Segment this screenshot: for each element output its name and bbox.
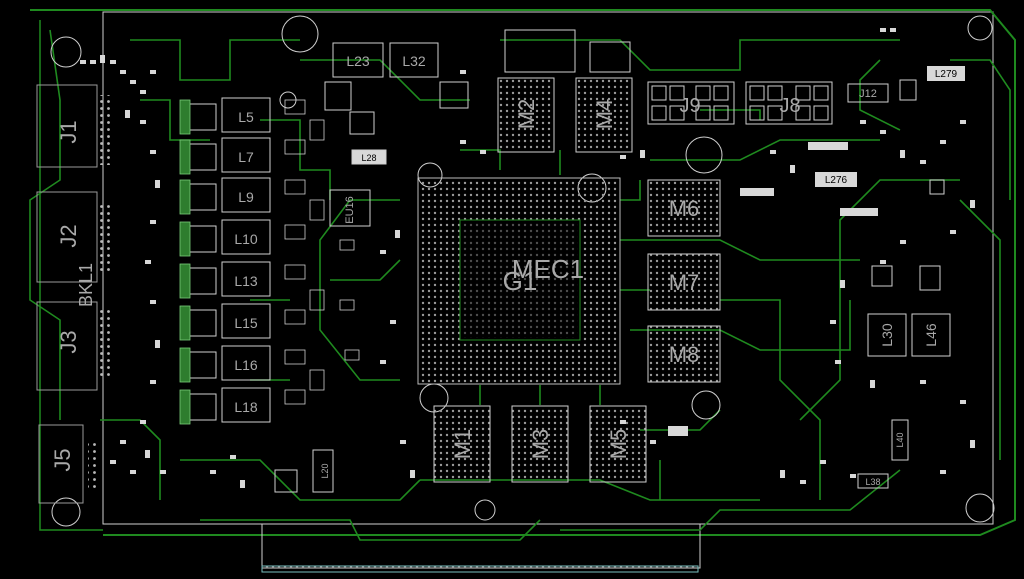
connector-j8: J8	[745, 81, 833, 125]
label-j3: J3	[56, 330, 81, 353]
inductor-l18: L18	[187, 387, 271, 423]
label-m4: M4	[592, 99, 617, 130]
memory-m5: M5	[589, 405, 647, 483]
label-box-l28: L28	[351, 149, 387, 165]
inductor-l40: L40	[891, 419, 909, 461]
connector-j2: J2	[36, 191, 110, 283]
label-g1: G1	[503, 266, 538, 296]
connector-j1: J1	[36, 84, 110, 168]
small-components-center	[380, 28, 896, 478]
memory-m3: M3	[511, 405, 569, 483]
label-j12: J12	[859, 88, 877, 100]
memory-m7: M7	[647, 253, 721, 311]
label-j8: J8	[779, 95, 800, 117]
memory-m8: M8	[647, 325, 721, 383]
memory-m1: M1	[433, 405, 491, 483]
label-l46: L46	[923, 323, 939, 347]
label-l30: L30	[879, 323, 895, 347]
connector-j9: J9	[647, 81, 735, 125]
connector-j5: J5	[38, 424, 98, 504]
label-m1: M1	[450, 429, 475, 460]
label-l32: L32	[402, 53, 426, 69]
label-l276: L276	[825, 175, 848, 186]
label-l13: L13	[234, 273, 258, 289]
label-l7: L7	[238, 149, 254, 165]
label-j5: J5	[50, 448, 75, 471]
label-m5: M5	[606, 429, 631, 460]
label-m2: M2	[514, 99, 539, 130]
inductor-l9: L9	[187, 177, 271, 213]
label-j2: J2	[56, 224, 81, 247]
inductor-l30: L30	[867, 313, 907, 357]
memory-m6: M6	[647, 179, 721, 237]
label-l23: L23	[346, 53, 370, 69]
label-m7: M7	[669, 270, 700, 295]
label-bkl1: BKL1	[76, 263, 96, 307]
label-j9: J9	[679, 95, 700, 117]
small-components-right	[740, 120, 975, 484]
label-l9: L9	[238, 189, 254, 205]
label-mec1: MEC1	[512, 254, 584, 284]
label-m8: M8	[669, 342, 700, 367]
mosfet-column	[284, 99, 360, 405]
label-m6: M6	[669, 196, 700, 221]
inductor-l5: L5	[187, 97, 271, 133]
memory-m4: M4	[575, 77, 633, 153]
label-l279: L279	[935, 69, 958, 80]
label-l15: L15	[234, 315, 258, 331]
connector-j12: J12	[847, 83, 889, 103]
connector-j3: J3	[36, 301, 110, 391]
label-j1: J1	[56, 120, 81, 143]
label-box-l279: L279	[927, 66, 965, 81]
label-l40: L40	[895, 432, 905, 447]
small-ics-top	[324, 29, 631, 135]
label-l18: L18	[234, 399, 258, 415]
label-l20: L20	[320, 463, 330, 478]
label-box-l276: L276	[815, 172, 857, 187]
label-eu16: EU16	[344, 196, 356, 224]
label-l5: L5	[238, 109, 254, 125]
label-l10: L10	[234, 231, 258, 247]
inductor-l13: L13	[187, 261, 271, 297]
memory-m2: M2	[497, 77, 555, 153]
inductor-l38: L38	[857, 473, 889, 489]
label-m3: M3	[528, 429, 553, 460]
label-l28: L28	[361, 153, 376, 163]
ic-eu16: EU16	[329, 189, 371, 227]
small-components-left	[80, 55, 245, 488]
label-box-l20: L20	[312, 449, 334, 493]
inductor-l23: L23	[332, 42, 384, 78]
small-ics-right	[274, 79, 945, 493]
inductor-l46: L46	[911, 313, 951, 357]
inductor-l32: L32	[389, 42, 439, 78]
inductor-column: L5 L7 L9 L10 L13 L15	[179, 97, 271, 425]
label-l16: L16	[234, 357, 258, 373]
gpu-bga: MEC1 G1	[417, 177, 621, 385]
pcie-edge-connector	[261, 565, 699, 573]
label-l38: L38	[865, 477, 880, 487]
